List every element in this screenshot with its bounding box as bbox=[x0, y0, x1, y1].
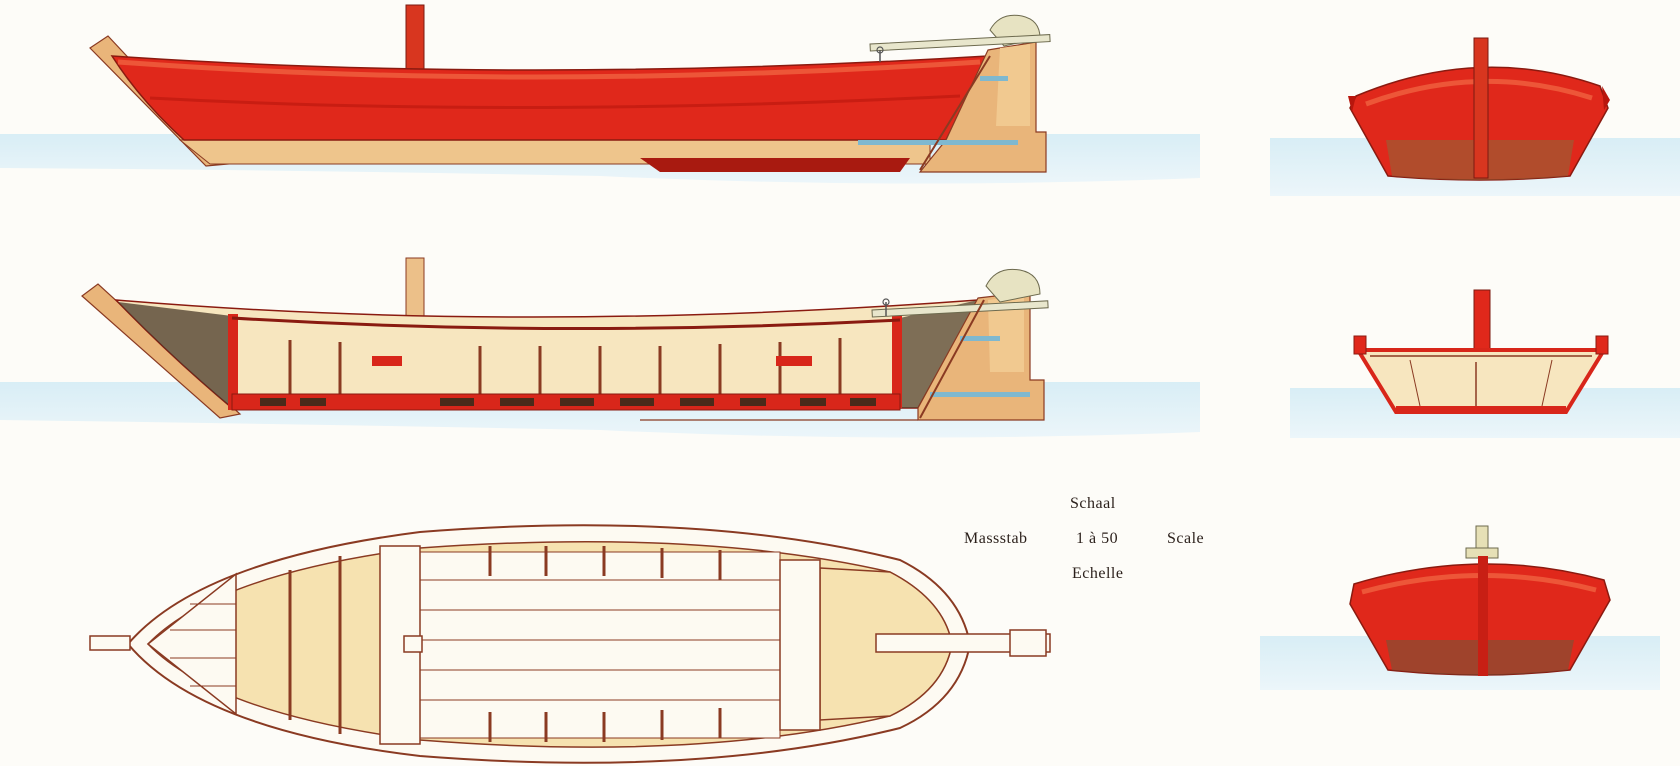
stern-view bbox=[1349, 525, 1611, 676]
longitudinal-section-view bbox=[81, 257, 1049, 421]
scale-label-dutch: Schaal bbox=[1070, 495, 1116, 512]
scale-label-french: Echelle bbox=[1072, 565, 1124, 582]
scale-ratio: 1 à 50 bbox=[1076, 530, 1119, 547]
midship-section-view bbox=[1353, 289, 1609, 414]
side-elevation-view bbox=[89, 4, 1051, 173]
scale-label-english: Scale bbox=[1167, 530, 1205, 547]
scale-label-german: Massstab bbox=[964, 530, 1028, 547]
bow-view bbox=[1348, 37, 1610, 181]
plan-view bbox=[89, 524, 1051, 764]
